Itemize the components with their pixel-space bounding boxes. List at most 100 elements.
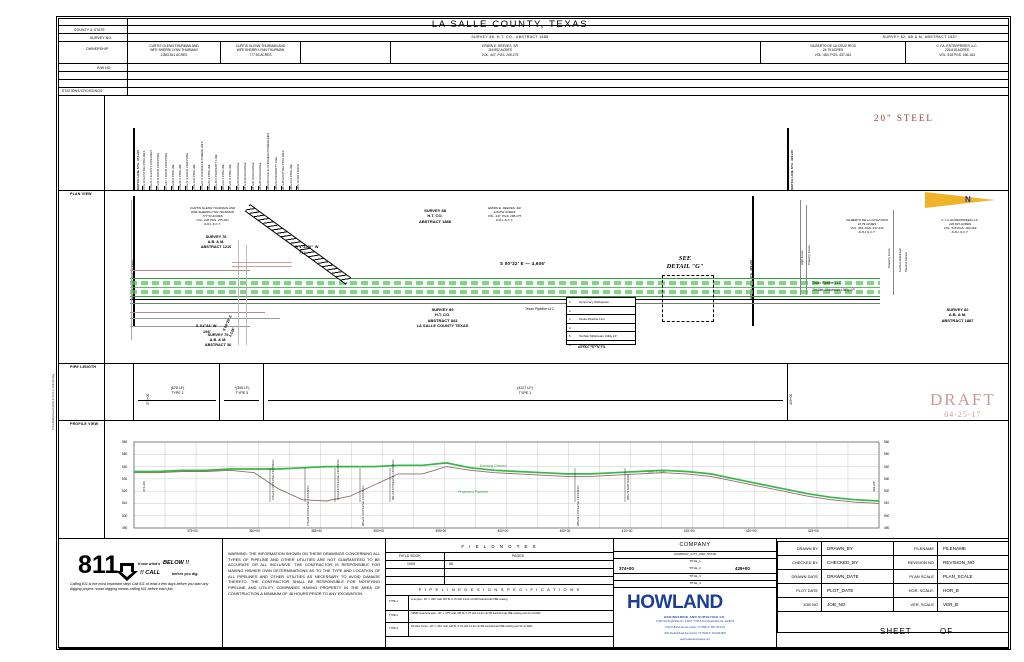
title-block-divider: [937, 541, 938, 555]
pipe-length-station-right: 429+00: [789, 393, 793, 405]
company-title-2: TITLE_2: [689, 566, 701, 570]
call-811-body: Calling 811 is the most important step! …: [70, 582, 209, 592]
title-block-value: CHECKED_BY: [827, 559, 859, 565]
plan-survey-block: SURVEY 82 A.B. & M. ABSTRACT 1887: [941, 307, 974, 323]
station-crossing-tick: [221, 186, 223, 190]
station-crossing-tick: [170, 186, 172, 190]
row-label-pipe-length: PIPE LENGTH: [70, 365, 97, 369]
title-block-label: CHECKED BY: [791, 559, 818, 565]
legend-row: 6. Texas Pipeline LLC.: [569, 342, 606, 347]
station-crossing-label: 378+06.9 PIPELINE: [171, 164, 175, 190]
header-rule: [59, 79, 1009, 80]
pipe-length-dim-arrow: [224, 400, 259, 401]
header-label-ownership: OWNERSHIP: [86, 47, 109, 51]
north-arrow-icon: N: [925, 192, 995, 208]
spec-type-text: All other bores - 20" x .344" wall, API …: [411, 625, 533, 628]
header-label-stations-crossings: STATIONS/CROSSINGS: [62, 89, 103, 93]
detail-g-box: [662, 275, 714, 322]
pipeline-owner-label: Texas Pipeline LLC.: [525, 307, 556, 311]
station-crossing-label: 386+00 POLE & OVERHEAD POWERLINES: [267, 132, 270, 190]
road-edge: [232, 266, 292, 267]
pipe-length-tick: [219, 363, 220, 420]
title-block-divider: [821, 597, 822, 611]
ownership-cell: ERWIN E. REEVES, SR 118.852 ACRES VOL. 4…: [481, 44, 519, 57]
detail-g-legend-title: DETAIL "G" N.T.S.: [578, 345, 607, 349]
field-notes-divider: [444, 552, 445, 584]
profile-elev-tick: 520: [122, 489, 128, 494]
company-title-4: TITLE_4: [689, 581, 701, 585]
title-block-divider: [821, 583, 822, 597]
row-label-divider: [104, 95, 105, 538]
company-title-3: TITLE_3: [689, 574, 701, 578]
title-block-label: JOB NO: [803, 601, 818, 607]
pipe-length-tick: [263, 363, 264, 420]
header-rule: [59, 87, 1009, 88]
station-crossing-tick: [185, 186, 187, 190]
title-block-divider: [937, 555, 938, 569]
title-block-label: REVISION NO: [907, 559, 934, 565]
pipeline-marker-label: Pipeline Marker: [905, 251, 908, 272]
station-crossing-label: 381+03.1 PIPELINE: [222, 164, 226, 190]
workspace-edge-bottom: [130, 296, 880, 297]
station-crossing-label: 384+85 ROAD EDGE: [259, 162, 263, 190]
bearing-left-3-length: 198': [203, 330, 211, 334]
station-crossing-label: 384+33 ROAD EDGE: [244, 162, 248, 190]
fence-label: Property Fence: [888, 248, 891, 268]
field-notes-pages-value: 58: [449, 562, 454, 566]
detail-g-legend: 1. Temporary Workspace 2. 3. Texas Pipel…: [566, 297, 636, 347]
profile-elev-tick: 550: [884, 452, 890, 457]
property-line: [131, 200, 132, 340]
profile-callout-label: 379+13.6 PIPELINE CROSSING: [337, 459, 340, 500]
profile-elev-tick: 560: [884, 440, 890, 444]
profile-elev-tick: 490: [884, 526, 890, 530]
title-block-label: PLAN SCALE: [909, 573, 934, 579]
title-block-rule: [777, 611, 1009, 612]
call-811-know: Know what's: [138, 562, 161, 566]
title-block-value: HOR_B: [943, 587, 959, 593]
footer-rule: [59, 538, 1009, 539]
title-block-divider: [893, 541, 894, 555]
ownership-divider: [300, 41, 301, 63]
profile-station-tick: 390+00: [373, 529, 385, 533]
header-rule: [59, 33, 1009, 34]
matchline-left-mark2: [133, 196, 135, 326]
pipe-length-tick: [787, 363, 788, 420]
title-block-value: VER_B: [943, 601, 959, 607]
title-block-divider: [821, 555, 822, 569]
field-notes-book-value: 1005: [407, 562, 416, 566]
company-rule: [614, 558, 776, 559]
howland-logo-how: HOW: [627, 592, 672, 613]
station-crossing-label: 380+46.5 PROPERTY LINE: [215, 154, 218, 190]
station-crossing-tick: [235, 186, 237, 190]
title-block-value: FILENAME: [943, 545, 966, 551]
fence-label: High Fence: [801, 250, 804, 265]
company-rule: [614, 573, 776, 574]
profile-station-tick: 410+00: [621, 529, 633, 533]
existing-easement-line: [130, 303, 880, 304]
fence-label: Property Fence: [808, 245, 811, 265]
sheet-label: SHEET: [880, 627, 912, 636]
row-label-profile-view: PROFILE VIEW: [70, 422, 99, 426]
existing-pipeline-line: [130, 318, 280, 319]
station-crossing-tick: [273, 186, 275, 190]
header-label-divider: [127, 18, 128, 95]
station-crossing-tick: [199, 186, 201, 190]
howland-logo: HOWLAND: [627, 592, 723, 614]
existing-road-line: [130, 270, 250, 271]
station-crossing-tick: [258, 186, 260, 190]
ownership-cell: GILBERTO DE LA CRUZ RIOS 24.79 ACRES VOL…: [810, 44, 856, 57]
call-811-logo: 811: [78, 551, 138, 590]
title-block-label: DRAWN BY: [796, 545, 818, 551]
pipe-length-rule: [59, 363, 1009, 364]
station-crossing-label: 377+87.1 ROAD CROSSING: [164, 152, 168, 190]
station-crossing-label: 378+72.3 ROAD CROSSING: [186, 152, 190, 190]
call-811-icon: 811: [78, 551, 138, 581]
station-crossing-label: 384+61 ROAD EDGE: [251, 162, 255, 190]
profile-elev-tick: 540: [122, 464, 128, 469]
detail-g-note: SEE DETAIL "G": [666, 255, 704, 271]
station-crossing-tick: [192, 186, 194, 190]
profile-station-tick: 380+00: [249, 529, 260, 533]
company-rule: [614, 551, 776, 552]
title-block-label: DRAWN DATE: [791, 573, 818, 579]
station-crossing-label: 379+13.6 PIPELINE: [193, 164, 197, 190]
